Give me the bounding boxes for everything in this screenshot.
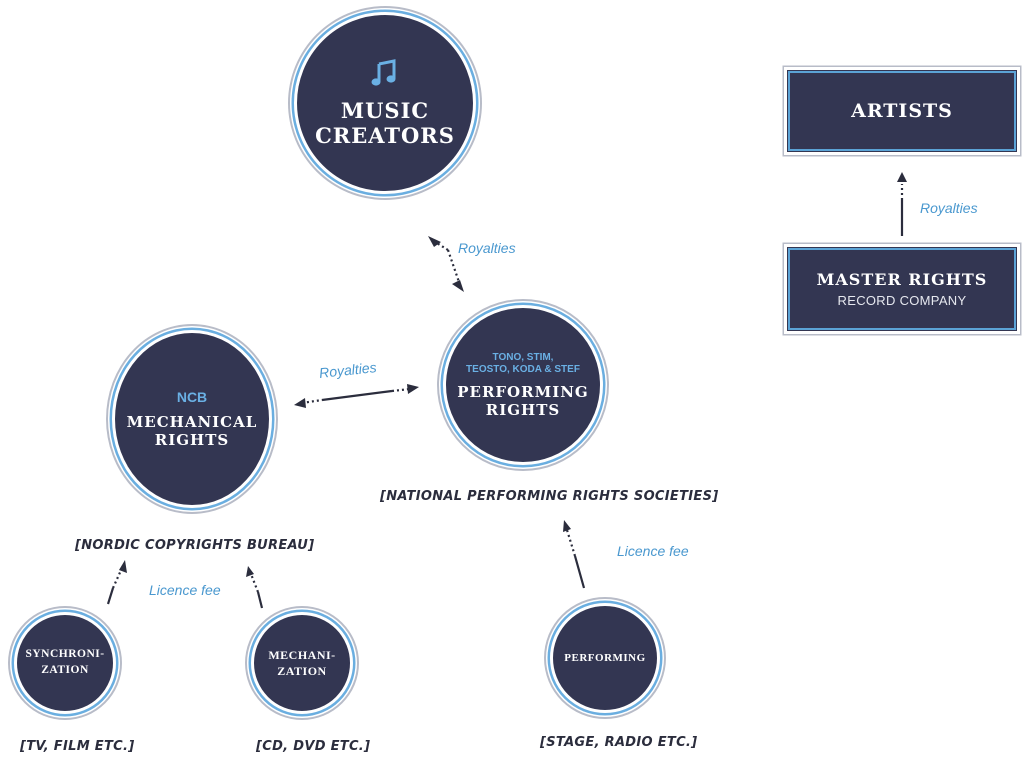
mechanical-rights-title-line1: MECHANICAL — [126, 413, 258, 431]
ncb-tag: NCB — [176, 389, 208, 405]
master-rights-title: MASTER RIGHTS — [816, 269, 988, 289]
arrow-creators-performing — [428, 236, 464, 292]
performing-node: PERFORMING — [550, 603, 660, 713]
arrow-sync-nordic — [106, 560, 127, 605]
mechanization-node: MECHANI- ZATION — [251, 612, 353, 714]
performing-rights-tag-line1: TONO, STIM, — [492, 351, 554, 363]
music-creators-title-line2: CREATORS — [315, 123, 455, 148]
performing-rights-title-line2: RIGHTS — [485, 400, 561, 419]
caption-tv-film: [TV, FILM ETC.] — [20, 739, 135, 754]
arrow-master-artists — [897, 172, 907, 236]
synchronization-node: SYNCHRONI- ZATION — [14, 612, 116, 714]
master-rights-subtitle: RECORD COMPANY — [837, 293, 967, 309]
artists-title: ARTISTS — [851, 99, 953, 122]
label-royalties-creators: Royalties — [458, 240, 516, 256]
performing-line1: PERFORMING — [564, 651, 646, 664]
mechanical-rights-node: NCB MECHANICAL RIGHTS — [112, 330, 272, 508]
label-licence-fee-performing: Licence fee — [617, 543, 689, 559]
arrow-performing-national — [563, 520, 586, 589]
arrow-mechanical-performing — [294, 384, 419, 408]
caption-nordic-bureau: [NORDIC COPYRIGHTS BUREAU] — [75, 538, 315, 553]
caption-stage-radio: [STAGE, RADIO ETC.] — [540, 735, 698, 750]
label-royalties-artists: Royalties — [920, 200, 978, 216]
mechanical-rights-title-line2: RIGHTS — [154, 431, 230, 449]
label-licence-fee-nordic: Licence fee — [149, 582, 221, 598]
caption-cd-dvd: [CD, DVD ETC.] — [256, 739, 371, 754]
synchronization-line1: SYNCHRONI- — [25, 648, 105, 661]
mechanization-line2: ZATION — [277, 664, 327, 678]
performing-rights-tag-line2: TEOSTO, KODA & STEF — [466, 364, 580, 375]
master-rights-node: MASTER RIGHTS RECORD COMPANY — [784, 244, 1020, 334]
music-creators-title-line1: MUSIC — [340, 97, 430, 123]
performing-rights-node: TONO, STIM, TEOSTO, KODA & STEF PERFORMI… — [443, 305, 603, 465]
music-creators-node: MUSIC CREATORS — [294, 12, 476, 194]
synchronization-line2: ZATION — [41, 664, 89, 676]
artists-node: ARTISTS — [784, 67, 1020, 155]
caption-national-societies: [NATIONAL PERFORMING RIGHTS SOCIETIES] — [380, 489, 719, 504]
music-note-icon — [371, 58, 396, 86]
arrow-mech-nordic — [246, 566, 264, 609]
performing-rights-title-line1: PERFORMING — [457, 382, 589, 401]
mechanization-line1: MECHANI- — [268, 647, 336, 662]
